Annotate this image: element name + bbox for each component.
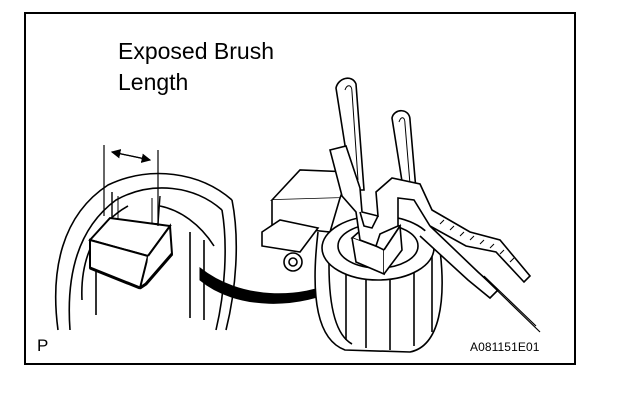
view-label: P [37, 336, 49, 355]
carbon-brush [88, 216, 174, 290]
alternator-assembly [261, 169, 443, 353]
figure-code: A081151E01 [470, 340, 540, 354]
vernier-caliper [329, 77, 541, 333]
diagram-title: Exposed Brush Length [118, 38, 274, 95]
dimension-indicator [103, 145, 159, 226]
